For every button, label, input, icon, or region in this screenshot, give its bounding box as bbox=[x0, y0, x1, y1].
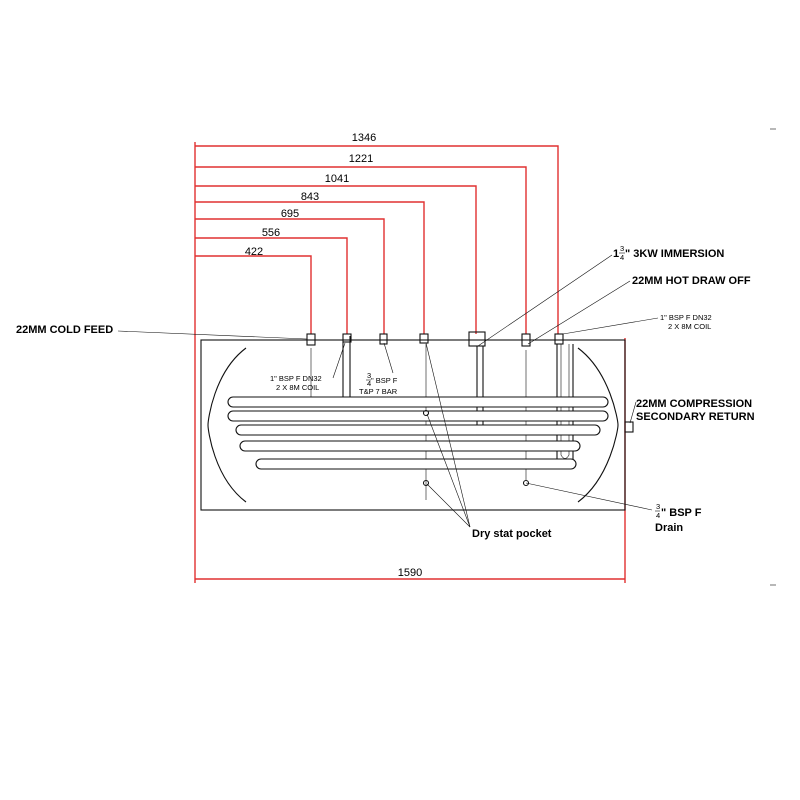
hot-draw-off-port bbox=[521, 333, 531, 347]
leader-hot-draw-off bbox=[527, 280, 631, 345]
coil-tube-4 bbox=[239, 440, 581, 452]
callouts: 22MM COLD FEED 1 3 4 " 3KW IMMERSION 22M… bbox=[16, 244, 755, 540]
leader-lines bbox=[117, 254, 659, 528]
coil-tube-5 bbox=[255, 458, 577, 470]
dim-line-695 bbox=[195, 218, 385, 334]
immersion-frac-num: 3 bbox=[620, 244, 624, 253]
immersion-text: " 3KW IMMERSION bbox=[625, 248, 724, 260]
dry-stat-pocket-lower bbox=[422, 479, 430, 487]
dim-label-843: 843 bbox=[301, 191, 319, 203]
dim-line-843 bbox=[195, 201, 425, 334]
dim-label-695: 695 bbox=[281, 208, 299, 220]
tp-line1-suffix: " BSP F bbox=[371, 376, 398, 385]
drain-line2: Drain bbox=[655, 522, 683, 534]
label-drain: 3 4 " BSP F Drain bbox=[655, 502, 702, 534]
leader-coil-right bbox=[562, 317, 659, 335]
dim-label-556: 556 bbox=[262, 227, 280, 239]
label-secondary-return-1: 22MM COMPRESSION bbox=[636, 398, 752, 410]
dim-label-1041: 1041 bbox=[325, 173, 349, 185]
tp-frac-den: 4 bbox=[367, 379, 371, 388]
leader-dry-stat-2 bbox=[426, 413, 471, 528]
dim-line-556 bbox=[195, 237, 348, 334]
tp-line2: T&P 7 BAR bbox=[359, 387, 398, 396]
leader-drain bbox=[525, 482, 653, 511]
immersion-prefix: 1 bbox=[613, 248, 619, 260]
dim-line-1346 bbox=[195, 145, 559, 334]
immersion-boss bbox=[468, 331, 486, 347]
cylinder-body bbox=[200, 339, 634, 511]
tp-valve-port bbox=[379, 333, 388, 345]
secondary-return-stub bbox=[624, 421, 634, 433]
label-tp-valve: 3 4 " BSP F T&P 7 BAR bbox=[359, 371, 398, 396]
leader-secondary-return bbox=[629, 401, 637, 424]
leader-cold-feed bbox=[117, 330, 308, 340]
dimension-lines: 1346 1221 1041 843 695 556 422 1590 bbox=[194, 132, 626, 583]
pockets bbox=[422, 409, 530, 487]
dome-right bbox=[577, 347, 619, 503]
dim-line-1221 bbox=[195, 166, 527, 334]
dim-label-422: 422 bbox=[245, 246, 263, 258]
drain-frac-num: 3 bbox=[656, 502, 660, 511]
coil-left-port bbox=[342, 333, 352, 343]
label-immersion: 1 3 4 " 3KW IMMERSION bbox=[613, 244, 724, 262]
dim-line-422 bbox=[195, 255, 312, 334]
label-secondary-return-2: SECONDARY RETURN bbox=[636, 411, 755, 423]
top-connections bbox=[306, 331, 564, 347]
label-dry-stat-pocket: Dry stat pocket bbox=[472, 528, 552, 540]
tp-frac-num: 3 bbox=[367, 371, 371, 380]
dim-label-1346: 1346 bbox=[352, 132, 376, 144]
leader-immersion bbox=[477, 254, 613, 347]
dry-stat-pocket-upper bbox=[422, 409, 430, 417]
immersion-frac-den: 4 bbox=[620, 253, 624, 262]
dim-label-1590: 1590 bbox=[398, 567, 422, 579]
label-hot-draw-off: 22MM HOT DRAW OFF bbox=[632, 275, 751, 287]
drain-line1-suffix: " BSP F bbox=[661, 507, 702, 519]
leader-tp bbox=[383, 342, 394, 374]
coil-tube-3 bbox=[235, 424, 601, 436]
heat-exchanger-coil bbox=[227, 336, 609, 470]
leader-dry-stat-1 bbox=[425, 342, 471, 528]
cold-feed-port bbox=[306, 333, 316, 346]
leader-dry-stat-3 bbox=[426, 483, 471, 528]
dry-stat-port bbox=[419, 333, 429, 344]
drain-point bbox=[522, 479, 530, 487]
label-coil-left-2: 2 X 8M COIL bbox=[276, 383, 319, 392]
drain-frac-den: 4 bbox=[656, 511, 660, 520]
dim-line-1041 bbox=[195, 185, 477, 334]
label-cold-feed: 22MM COLD FEED bbox=[16, 324, 113, 336]
coil-tube-1 bbox=[227, 396, 609, 408]
leader-coil-left bbox=[332, 342, 346, 379]
coil-right-port bbox=[554, 333, 564, 345]
label-coil-right-2: 2 X 8M COIL bbox=[668, 322, 711, 331]
dim-label-1221: 1221 bbox=[349, 153, 373, 165]
label-coil-right-1: 1" BSP F DN32 bbox=[660, 313, 712, 322]
coil-tube-2 bbox=[227, 410, 609, 422]
dome-left bbox=[207, 347, 247, 503]
label-coil-left-1: 1" BSP F DN32 bbox=[270, 374, 322, 383]
